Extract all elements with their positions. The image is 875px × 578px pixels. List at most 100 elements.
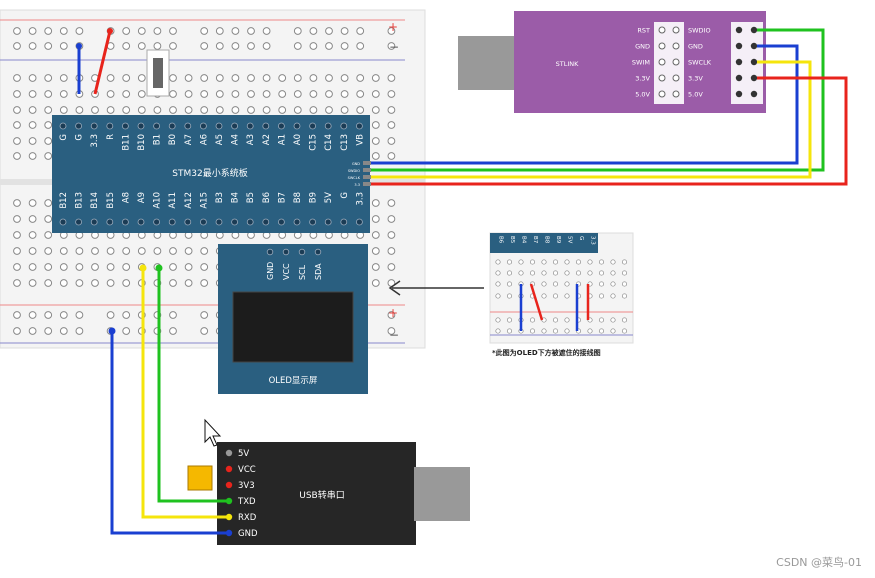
usb-serial-pin-label: GND [238, 529, 258, 539]
inset-hole [495, 328, 501, 334]
breadboard-hole [184, 90, 193, 98]
stm32-bottom-pin-label: B9 [309, 192, 319, 203]
breadboard-hole [200, 74, 209, 82]
stm32-pin [90, 122, 98, 130]
breadboard-hole [200, 279, 209, 287]
oled-pin [266, 248, 274, 256]
breadboard-hole [59, 327, 68, 335]
breadboard-hole [231, 27, 240, 35]
stm32-pcb [52, 115, 370, 233]
breadboard-hole [184, 74, 193, 82]
wire-gnd-swd [371, 44, 799, 165]
inset-hole [621, 328, 628, 334]
breadboard-hole [153, 106, 162, 114]
stm32-pin [277, 218, 285, 226]
breadboard-hole [371, 152, 380, 160]
breadboard-hole [215, 74, 224, 82]
breadboard-hole [231, 106, 240, 114]
oled-pin-label: VCC [282, 263, 291, 280]
stlink-pin [658, 26, 666, 34]
stlink-pin [672, 26, 680, 34]
stm32-pin [355, 122, 363, 130]
stlink-right-pin-label: SWCLK [688, 59, 712, 67]
bottom-plus-label: + [388, 306, 398, 320]
breadboard-hole [169, 106, 177, 114]
stm32-pin [199, 218, 207, 226]
oled-title: OLED显示屏 [269, 376, 318, 386]
inset-hole [575, 259, 582, 265]
inset-hole [564, 328, 570, 334]
oled-pin-label: SCL [298, 264, 307, 280]
inset-hole [506, 281, 513, 287]
breadboard-hole [340, 106, 349, 114]
breadboard-hole [106, 74, 115, 82]
breadboard-hole [122, 263, 131, 271]
breadboard-hole [200, 90, 209, 98]
stm32-top-pin-label: B1 [153, 134, 163, 145]
stm32-pin [168, 122, 176, 130]
stm32-top-pin-label: A5 [215, 134, 225, 145]
stm32-pin [309, 218, 317, 226]
breadboard-hole [122, 27, 131, 35]
stm32-top-pin-label: C15 [309, 134, 319, 151]
breadboard-hole [371, 231, 380, 239]
inset-hole [506, 293, 513, 299]
stm32-bottom-pin-label: A10 [153, 192, 163, 209]
breadboard-hole [371, 199, 380, 207]
breadboard-hole [169, 247, 177, 255]
breadboard-hole [184, 247, 193, 255]
swd-pin [363, 175, 371, 179]
breadboard-hole [44, 231, 53, 239]
breadboard-hole [44, 215, 53, 223]
inset-hole [541, 328, 547, 334]
breadboard-hole [231, 90, 240, 98]
wire-serial-gnd [110, 331, 229, 535]
breadboard-hole [371, 137, 380, 145]
inset-hole [506, 328, 513, 334]
stm32-pin [122, 218, 129, 226]
breadboard-hole [44, 279, 53, 287]
stm32-pin [231, 218, 239, 226]
inset-hole [495, 259, 501, 265]
breadboard-hole [184, 263, 193, 271]
breadboard-hole [28, 90, 37, 98]
breadboard-hole [137, 42, 146, 50]
jumper-end [107, 28, 113, 34]
stm32-pin [122, 122, 129, 130]
stm32-pin [137, 122, 145, 130]
breadboard-hole [340, 27, 349, 35]
breadboard-hole [247, 106, 255, 114]
usb-serial-pin-label: RXD [238, 513, 257, 523]
stlink-left-pin-label: 5.0V [635, 91, 650, 99]
breadboard-hole [371, 106, 380, 114]
breadboard-hole [153, 27, 162, 35]
inset-hole [598, 317, 605, 323]
oled-pin-label: SDA [314, 263, 323, 280]
breadboard-hole [13, 90, 21, 98]
stm32-pin [324, 218, 332, 226]
mouse-cursor-icon [204, 418, 222, 447]
inset-hole [621, 259, 628, 265]
stlink-pin [750, 42, 758, 50]
inset-pin-label: G [578, 236, 584, 240]
breadboard-hole [59, 263, 68, 271]
inset-caption: *此图为OLED下方被遮住的接线图 [492, 348, 601, 357]
breadboard-hole [28, 311, 37, 319]
stm32-bottom-pin-label: A11 [168, 192, 178, 209]
breadboard-hole [106, 90, 115, 98]
inset-hole [598, 281, 605, 287]
stlink-pin [658, 58, 666, 66]
stlink-right-pin-label: 5.0V [688, 91, 703, 99]
stm32-top-pin-label: G [75, 134, 85, 141]
stlink-pin [672, 90, 680, 98]
inset-pin-label: B5 [509, 236, 515, 244]
breadboard-hole [59, 74, 68, 82]
inset-pin-label: B9 [555, 236, 561, 244]
stlink-pin [750, 74, 758, 82]
stm32-pin [59, 122, 67, 130]
breadboard-hole [371, 247, 380, 255]
inset-hole [529, 259, 536, 265]
stm32-pin [324, 122, 332, 130]
